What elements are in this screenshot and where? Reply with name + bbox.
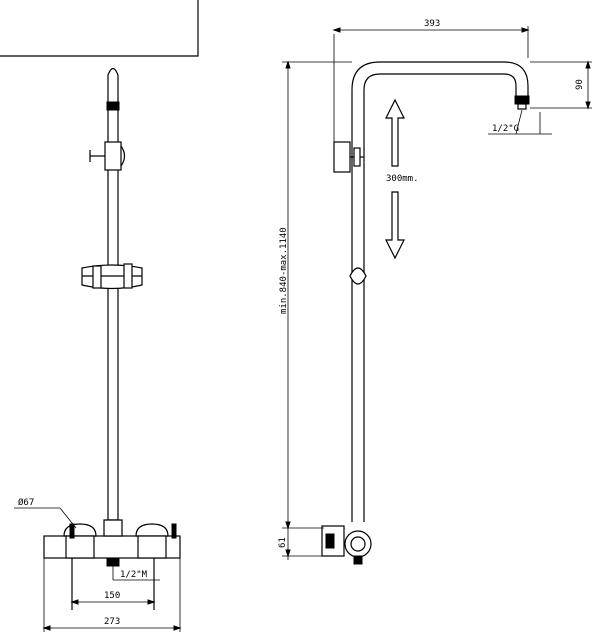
arm-reach-label: 393 (424, 19, 440, 29)
riser-and-arm (351, 61, 530, 522)
head-drop-label: 90 (575, 79, 585, 90)
inlet-thread-label: 1/2"M (120, 570, 148, 580)
height-range-label: min.840-max.1140 (279, 227, 289, 314)
inlet-spacing-dimension: 150 (70, 591, 156, 605)
overall-width-dimension: 273 (42, 558, 182, 632)
height-range-dimension: min.840-max.1140 (279, 60, 352, 560)
front-view: Ø67 1/2"M 150 273 (0, 0, 199, 632)
mixer-body-side (321, 525, 372, 565)
side-clamp (333, 34, 364, 173)
diverter-clamp (89, 141, 126, 171)
head-thread-label: 1/2"G (492, 124, 519, 134)
side-view: 300mm. 393 90 (278, 19, 592, 565)
inlet-spacing-label: 150 (104, 591, 120, 601)
arm-reach-dimension: 393 (332, 19, 530, 58)
mixer-height-dimension: 61 (278, 527, 324, 558)
knob-diameter-label: Ø67 (18, 497, 34, 508)
overall-width-label: 273 (104, 617, 120, 627)
knob-diameter-annotation: Ø67 (14, 497, 77, 529)
mixer-body-front (43, 519, 181, 610)
inlet-thread-annotation: 1/2"M (112, 566, 160, 581)
slide-travel-indicator: 300mm. (385, 98, 419, 260)
head-thread-annotation: 1/2"G (488, 109, 552, 135)
shower-head-outline (0, 0, 199, 57)
side-slider (349, 267, 367, 285)
slide-travel-label: 300mm. (386, 174, 419, 184)
slide-holder (81, 263, 143, 290)
mixer-height-label: 61 (278, 537, 288, 548)
riser-rail (106, 67, 120, 521)
head-drop-dimension: 90 (530, 60, 592, 110)
